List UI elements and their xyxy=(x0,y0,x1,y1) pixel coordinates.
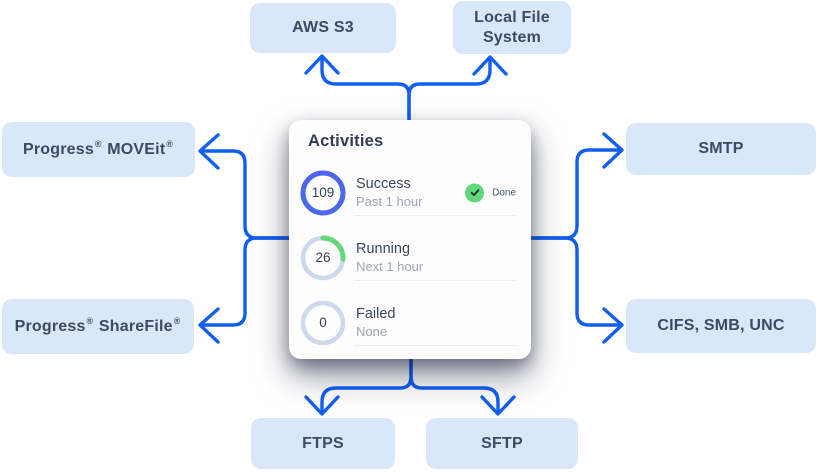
node-smtp: SMTP xyxy=(626,123,816,175)
row-label: Running xyxy=(356,241,411,257)
activity-row-running: 26 Running Next 1 hour xyxy=(300,235,516,281)
success-count: 109 xyxy=(311,185,335,200)
activity-row-failed: 0 Failed None xyxy=(300,300,516,346)
arrowhead-sharefile-icon xyxy=(198,307,220,344)
activities-card: Activities 109 Success Past 1 hour Done xyxy=(289,120,531,359)
running-count: 26 xyxy=(315,250,331,265)
arrowhead-smtp-icon xyxy=(602,132,624,169)
node-label: SFTP xyxy=(481,434,523,452)
row-label: Success xyxy=(356,176,411,192)
node-sftp: SFTP xyxy=(426,418,578,469)
line-to-sftp xyxy=(409,356,500,414)
line-to-local-file-system xyxy=(407,58,492,123)
node-label: Progress® ShareFile® xyxy=(14,316,181,335)
node-cifs-smb-unc: CIFS, SMB, UNC xyxy=(626,299,816,353)
row-sublabel: Next 1 hour xyxy=(356,259,424,274)
done-badge: Done xyxy=(465,183,516,202)
row-sublabel: None xyxy=(356,324,388,339)
arrowhead-local-file-system-icon xyxy=(472,55,508,76)
success-ring: 109 xyxy=(300,170,346,216)
arrowhead-ftps-icon xyxy=(304,395,340,416)
row-label: Failed xyxy=(356,306,396,322)
check-icon xyxy=(465,183,485,202)
failed-ring: 0 xyxy=(300,300,346,346)
progress-ring-icon xyxy=(300,170,346,215)
node-ftps: FTPS xyxy=(251,418,395,469)
progress-ring-icon xyxy=(300,235,346,280)
arrowhead-aws-s3-icon xyxy=(304,54,340,75)
card-title: Activities xyxy=(308,132,384,150)
node-progress-sharefile: Progress® ShareFile® xyxy=(2,299,194,354)
badge-label: Done xyxy=(492,187,516,198)
arrowhead-moveit-icon xyxy=(198,133,220,170)
node-label: AWS S3 xyxy=(292,19,354,36)
running-ring: 26 xyxy=(300,235,346,281)
node-label: SMTP xyxy=(698,140,744,157)
row-sublabel: Past 1 hour xyxy=(356,194,423,209)
line-to-sharefile xyxy=(201,236,291,327)
failed-count: 0 xyxy=(319,315,327,330)
node-aws-s3: AWS S3 xyxy=(250,3,396,53)
arrowhead-cifs-smb-unc-icon xyxy=(602,307,624,344)
arrowhead-sftp-icon xyxy=(480,395,516,416)
node-label: Progress® MOVEit® xyxy=(22,139,174,158)
line-to-cifs-smb-unc xyxy=(529,236,621,327)
line-to-ftps xyxy=(320,356,413,414)
node-label: FTPS xyxy=(302,434,344,452)
node-label: Local File System xyxy=(474,8,550,46)
activity-row-success: 109 Success Past 1 hour Done xyxy=(300,170,516,216)
node-local-file-system: Local File System xyxy=(453,1,571,54)
node-label: CIFS, SMB, UNC xyxy=(657,317,785,334)
node-progress-moveit: Progress® MOVEit® xyxy=(2,122,195,177)
progress-ring-icon xyxy=(300,300,346,345)
